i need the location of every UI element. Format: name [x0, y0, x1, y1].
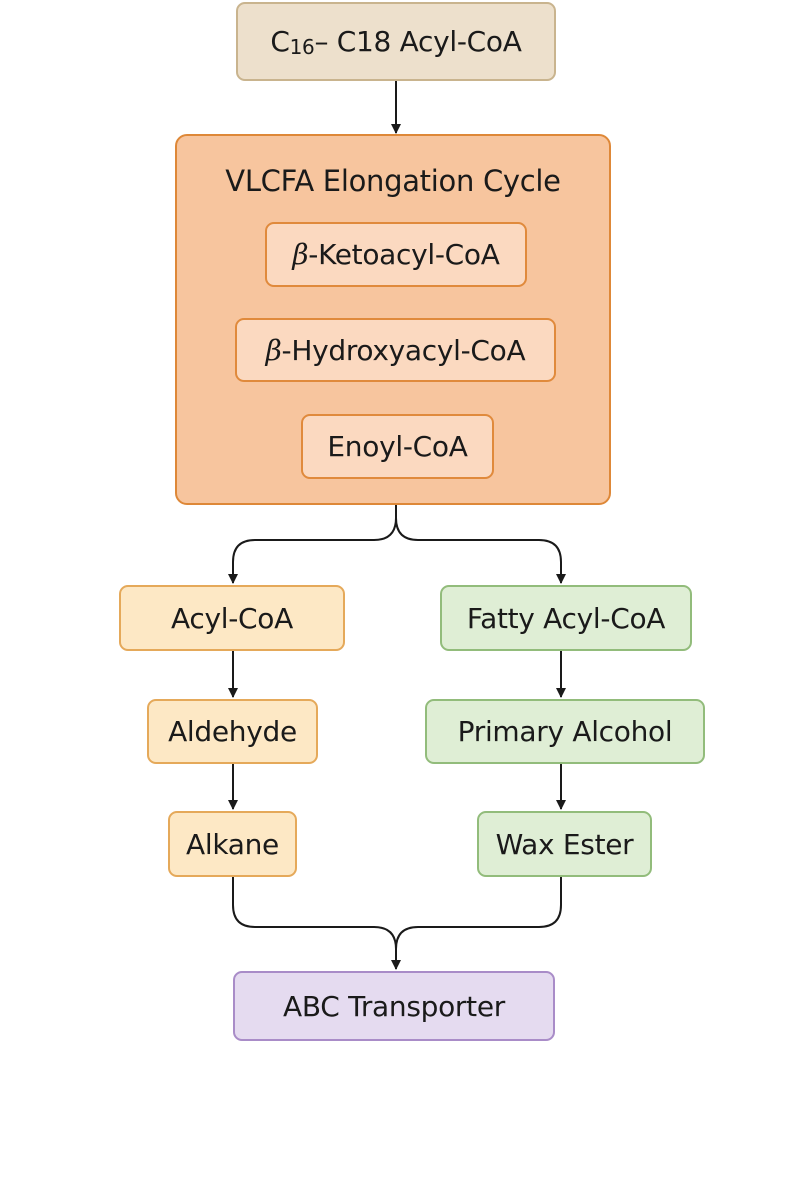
- connector-alkane-to-transporter: [232, 877, 401, 970]
- connector-enoyl-to-fattyacylcoa: [395, 517, 566, 584]
- left-node-alkane: Alkane: [168, 811, 297, 877]
- cycle-step-label: -Ketoacyl-CoA: [308, 238, 500, 271]
- left-node-acyl-coa: Acyl-CoA: [119, 585, 345, 651]
- right-node-primary-alcohol: Primary Alcohol: [425, 699, 705, 764]
- end-node-abc-transporter: ABC Transporter: [233, 971, 555, 1041]
- node-label: Alkane: [186, 827, 279, 861]
- node-label: ABC Transporter: [283, 989, 505, 1023]
- cycle-step-label: -Hydroxyacyl-CoA: [281, 333, 526, 367]
- connector-enoyl-to-acylcoa: [228, 479, 397, 584]
- left-node-aldehyde: Aldehyde: [147, 699, 318, 764]
- cycle-title: VLCFA Elongation Cycle: [225, 164, 561, 198]
- start-subscript: 16: [289, 34, 315, 59]
- cycle-step-enoyl-coa: Enoyl-CoA: [301, 414, 494, 479]
- node-label: Acyl-CoA: [171, 601, 293, 635]
- node-label: Primary Alcohol: [457, 715, 673, 748]
- greek-beta: β: [292, 238, 309, 271]
- greek-beta: β: [265, 333, 282, 367]
- right-node-fatty-acyl-coa: Fatty Acyl-CoA: [440, 585, 692, 651]
- node-label: Wax Ester: [495, 827, 634, 861]
- start-rest: – C18 Acyl-CoA: [314, 25, 522, 58]
- cycle-step-hydroxyacyl-coa: β-Hydroxyacyl-CoA: [235, 318, 556, 382]
- node-label: Fatty Acyl-CoA: [466, 601, 666, 635]
- node-label: Aldehyde: [168, 715, 297, 748]
- connector-waxester-to-transporter: [395, 877, 562, 950]
- cycle-step-ketoacyl-coa: β-Ketoacyl-CoA: [265, 222, 527, 287]
- cycle-step-label: Enoyl-CoA: [327, 430, 468, 463]
- right-node-wax-ester: Wax Ester: [477, 811, 652, 877]
- start-main: C: [270, 25, 290, 58]
